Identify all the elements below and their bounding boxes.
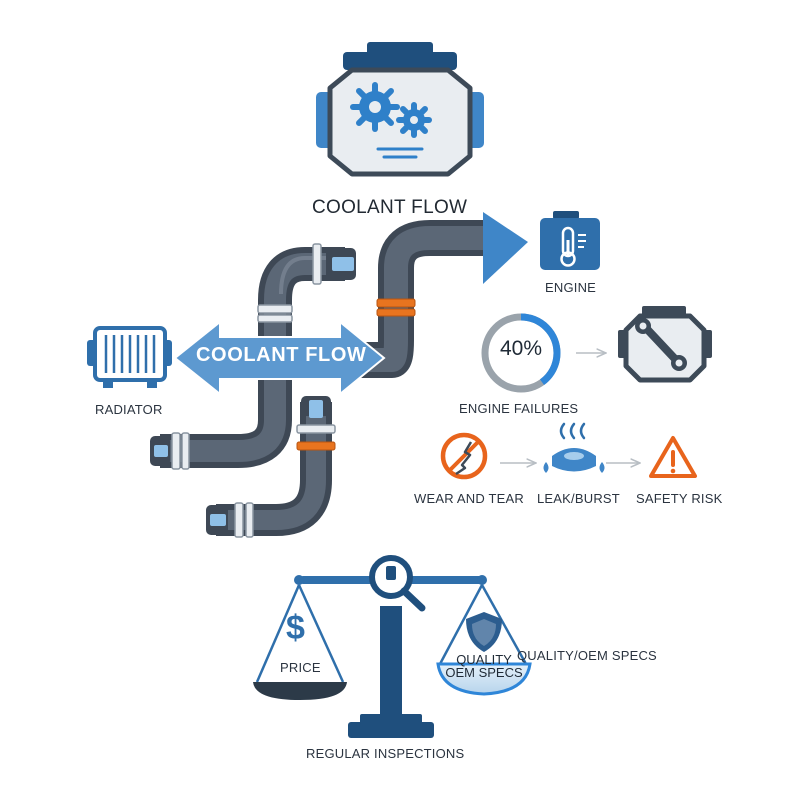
quality-pan-line1: QUALITY: [456, 652, 512, 667]
check-engine-wrench-icon: [618, 306, 712, 383]
shield-icon: [466, 612, 502, 652]
magnifier-icon: [369, 555, 426, 612]
quality-pan-line2: OEM SPECS: [445, 665, 523, 680]
engine-failures-label: ENGINE FAILURES: [459, 401, 579, 416]
price-label: PRICE: [280, 660, 321, 675]
page-title: COOLANT FLOW: [312, 197, 468, 218]
step-safety-risk: SAFETY RISK: [636, 491, 723, 506]
failure-progress-ring: [481, 313, 561, 393]
step-leak-burst: LEAK/BURST: [537, 491, 620, 506]
crack-prohibited-icon: [440, 432, 488, 480]
thermometer-icon: [540, 211, 600, 270]
flow-arrow-label: COOLANT FLOW: [196, 344, 367, 366]
balance-scale: [253, 555, 532, 738]
steam-leak-icon: [543, 422, 605, 473]
flow-arrow-head-right: [483, 212, 528, 284]
dollar-icon: $: [286, 609, 305, 647]
radiator-label: RADIATOR: [95, 402, 163, 417]
radiator-icon: [87, 326, 172, 388]
step-wear-and-tear: WEAR AND TEAR: [414, 491, 524, 506]
regular-inspections-label: REGULAR INSPECTIONS: [306, 746, 465, 761]
coolant-hoses: [150, 220, 485, 538]
engine-label: ENGINE: [545, 280, 597, 295]
quality-pan-text: QUALITY OEM SPECS: [440, 653, 528, 679]
engine-gears-icon: [316, 42, 484, 177]
warning-triangle-icon: [649, 436, 697, 478]
quality-oem-specs-label: QUALITY/OEM SPECS: [517, 648, 657, 663]
failure-percentage: 40%: [499, 337, 543, 360]
coolant-flow-double-arrow: [173, 319, 386, 397]
